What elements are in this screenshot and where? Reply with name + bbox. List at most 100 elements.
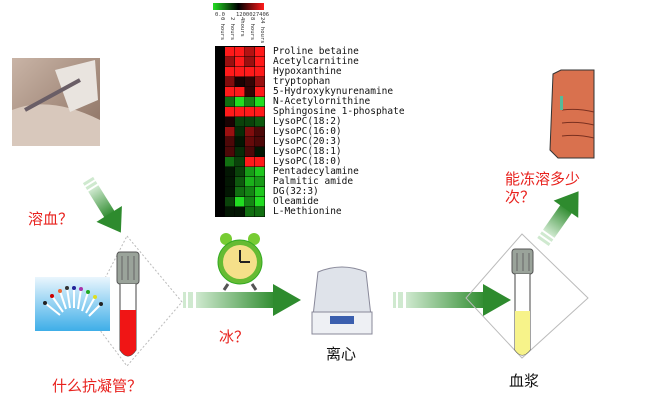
heatmap-row-label: N-Acetylornithine	[273, 96, 371, 107]
heatmap-cell	[245, 47, 255, 57]
heatmap-cell	[255, 47, 265, 57]
heatmap-cell	[215, 87, 225, 97]
heatmap-row-label: Pentadecylamine	[273, 166, 359, 177]
heatmap-cell	[215, 187, 225, 197]
heatmap-row-label: tryptophan	[273, 76, 331, 87]
heatmap-cell	[255, 87, 265, 97]
heatmap-cell	[225, 97, 235, 107]
heatmap-cell	[245, 77, 255, 87]
heatmap-row-label: LysoPC(20:3)	[273, 136, 342, 147]
heatmap-cell	[215, 77, 225, 87]
heatmap-row-label: Acetylcarnitine	[273, 56, 359, 67]
heatmap-row-label: LysoPC(18:0)	[273, 156, 342, 167]
heatmap-cell	[255, 77, 265, 87]
heatmap-cell	[245, 197, 255, 207]
heatmap-cell	[255, 117, 265, 127]
heatmap-cell	[215, 167, 225, 177]
scale-max-label: 1200027406	[236, 12, 270, 18]
heatmap-cell	[225, 117, 235, 127]
heatmap-cell	[225, 167, 235, 177]
heatmap-cell	[255, 167, 265, 177]
heatmap-cell	[235, 187, 245, 197]
heatmap-cell	[215, 127, 225, 137]
heatmap-cell	[255, 207, 265, 217]
heatmap-cell	[245, 107, 255, 117]
heatmap-cell	[225, 187, 235, 197]
heatmap-cell	[235, 137, 245, 147]
heatmap-cell	[225, 47, 235, 57]
heatmap-cell	[255, 147, 265, 157]
ice-question: 冰？	[219, 328, 250, 346]
heatmap-cells	[215, 46, 265, 217]
anticoagulant-question: 什么抗凝管？	[52, 377, 143, 395]
heatmap-column-label: 2 hours	[229, 17, 235, 41]
heatmap-cell	[215, 207, 225, 217]
heatmap-cell	[215, 57, 225, 67]
heatmap-row-label: Palmitic amide	[273, 176, 354, 187]
heatmap-cell	[225, 157, 235, 167]
heatmap-column-label: 24 hours	[259, 17, 265, 44]
heatmap-cell	[215, 147, 225, 157]
heatmap-cell	[215, 107, 225, 117]
heatmap-cell	[235, 47, 245, 57]
heatmap-cell	[245, 67, 255, 77]
heatmap-row-label: L-Methionine	[273, 206, 342, 217]
heatmap-cell	[235, 157, 245, 167]
heatmap-row-label: Proline betaine	[273, 46, 359, 57]
heatmap-cell	[255, 137, 265, 147]
heatmap-row-label: Oleamide	[273, 196, 319, 207]
heatmap-cell	[255, 97, 265, 107]
heatmap-cell	[245, 117, 255, 127]
heatmap-row-label: Hypoxanthine	[273, 66, 342, 77]
heatmap-cell	[215, 47, 225, 57]
heatmap-row-label: DG(32:3)	[273, 186, 319, 197]
heatmap-cell	[255, 57, 265, 67]
alarm-clock-icon	[217, 233, 263, 291]
heatmap-cell	[255, 197, 265, 207]
heatmap-cell	[255, 127, 265, 137]
heatmap-cell	[225, 197, 235, 207]
heatmap-cell	[215, 157, 225, 167]
heatmap-cell	[235, 87, 245, 97]
heatmap-cell	[245, 187, 255, 197]
blood-draw-photo	[12, 58, 100, 146]
heatmap-cell	[225, 87, 235, 97]
collection-tubes-photo	[35, 277, 110, 331]
heatmap-cell	[235, 167, 245, 177]
hemolysis-question: 溶血？	[28, 210, 74, 228]
heatmap-cell	[255, 157, 265, 167]
heatmap-cell	[225, 177, 235, 187]
heatmap-cell	[215, 67, 225, 77]
heatmap-row-label: 5-Hydroxykynurenamine	[273, 86, 394, 97]
heatmap-cell	[215, 117, 225, 127]
heatmap-column-label: 4hours	[239, 17, 245, 37]
arrow-to-centrifuge	[183, 284, 301, 316]
heatmap-cell	[235, 197, 245, 207]
heatmap-cell	[225, 207, 235, 217]
heatmap-cell	[235, 57, 245, 67]
heatmap-cell	[245, 167, 255, 177]
heatmap-cell	[245, 87, 255, 97]
heatmap-cell	[235, 67, 245, 77]
heatmap-cell	[225, 57, 235, 67]
heatmap-cell	[235, 97, 245, 107]
arrow-to-freezer	[537, 191, 579, 247]
heatmap-cell	[235, 147, 245, 157]
plasma-tube-icon	[511, 248, 534, 356]
heatmap-cell	[215, 97, 225, 107]
heatmap-cell	[215, 197, 225, 207]
freeze-thaw-question-line1: 能冻溶多少	[505, 170, 581, 188]
heatmap-cell	[225, 77, 235, 87]
heatmap-cell	[245, 207, 255, 217]
heatmap-row-label: LysoPC(16:0)	[273, 126, 342, 137]
heatmap-cell	[235, 107, 245, 117]
freeze-thaw-question-line2: 次？	[505, 188, 536, 206]
heatmap-cell	[245, 57, 255, 67]
heatmap-column-label: 0 hours	[219, 17, 225, 41]
heatmap-cell	[245, 127, 255, 137]
heatmap-row-label: LysoPC(18:2)	[273, 116, 342, 127]
heatmap-row-label: Sphingosine 1-phosphate	[273, 106, 405, 117]
